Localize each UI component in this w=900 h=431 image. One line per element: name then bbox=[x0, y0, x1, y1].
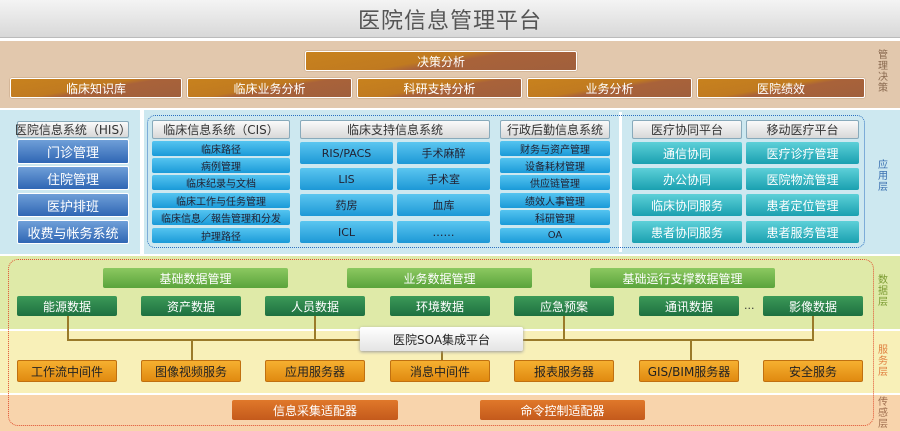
admin-header[interactable]: 行政后勤信息系统 bbox=[500, 120, 610, 139]
admin-item[interactable]: 科研管理 bbox=[500, 210, 610, 225]
divider bbox=[140, 110, 144, 254]
cis-item[interactable]: 病例管理 bbox=[152, 158, 290, 173]
layer-label-management: 管理决策 bbox=[878, 50, 888, 94]
service-item[interactable]: 安全服务 bbox=[763, 360, 863, 382]
ellipsis: ... bbox=[744, 299, 755, 312]
adapter-item[interactable]: 信息采集适配器 bbox=[232, 400, 398, 420]
collab-item[interactable]: 临床协同服务 bbox=[632, 194, 742, 216]
his-item[interactable]: 医护排班 bbox=[17, 193, 129, 217]
decision-analysis-box[interactable]: 决策分析 bbox=[305, 51, 577, 71]
service-item[interactable]: 图像视频服务 bbox=[141, 360, 241, 382]
connector-line bbox=[191, 340, 193, 360]
cis-item[interactable]: 临床路径 bbox=[152, 141, 290, 156]
data-management-box[interactable]: 基础数据管理 bbox=[103, 268, 288, 288]
management-item[interactable]: 医院绩效 bbox=[697, 78, 865, 98]
clinical-support-item[interactable]: …… bbox=[397, 221, 490, 243]
data-item[interactable]: 应急预案 bbox=[514, 296, 614, 316]
his-item[interactable]: 住院管理 bbox=[17, 166, 129, 190]
data-item[interactable]: 资产数据 bbox=[141, 296, 241, 316]
management-item[interactable]: 临床业务分析 bbox=[187, 78, 352, 98]
data-item[interactable]: 通讯数据 bbox=[639, 296, 739, 316]
cis-item[interactable]: 临床信息／報告管理和分发 bbox=[152, 210, 290, 225]
clinical-support-item[interactable]: 血库 bbox=[397, 194, 490, 216]
page-title: 医院信息管理平台 bbox=[0, 0, 900, 38]
his-item[interactable]: 门诊管理 bbox=[17, 139, 129, 164]
clinical-support-item[interactable]: 药房 bbox=[300, 194, 393, 216]
adapter-item[interactable]: 命令控制适配器 bbox=[480, 400, 645, 420]
admin-item[interactable]: 设备耗材管理 bbox=[500, 158, 610, 173]
divider bbox=[619, 112, 622, 252]
clinical-support-item[interactable]: 手术室 bbox=[397, 168, 490, 190]
management-item[interactable]: 科研支持分析 bbox=[357, 78, 522, 98]
collab-header[interactable]: 医疗协同平台 bbox=[632, 120, 742, 139]
service-item[interactable]: 消息中间件 bbox=[390, 360, 490, 382]
admin-item[interactable]: 财务与资产管理 bbox=[500, 141, 610, 156]
clinical-support-item[interactable]: RIS/PACS bbox=[300, 142, 393, 164]
clinical-support-item[interactable]: ICL bbox=[300, 221, 393, 243]
service-item[interactable]: 应用服务器 bbox=[265, 360, 365, 382]
data-item[interactable]: 人员数据 bbox=[265, 296, 365, 316]
integration-border bbox=[8, 259, 874, 426]
layer-label-sensing: 传感层 bbox=[878, 397, 888, 430]
data-management-box[interactable]: 基础运行支撑数据管理 bbox=[590, 268, 775, 288]
app-group-border bbox=[147, 115, 865, 248]
cis-item[interactable]: 临床纪录与文档 bbox=[152, 175, 290, 190]
mobile-item[interactable]: 医院物流管理 bbox=[746, 168, 859, 190]
admin-item[interactable]: 绩效人事管理 bbox=[500, 193, 610, 208]
admin-item[interactable]: OA bbox=[500, 228, 610, 243]
connector-line bbox=[812, 316, 814, 340]
admin-item[interactable]: 供应链管理 bbox=[500, 175, 610, 190]
data-item[interactable]: 影像数据 bbox=[763, 296, 863, 316]
clinical-support-item[interactable]: LIS bbox=[300, 168, 393, 190]
data-item[interactable]: 环境数据 bbox=[390, 296, 490, 316]
connector-line bbox=[690, 340, 692, 360]
cis-header[interactable]: 临床信息系统（CIS） bbox=[152, 120, 290, 139]
data-item[interactable]: 能源数据 bbox=[17, 296, 117, 316]
data-management-box[interactable]: 业务数据管理 bbox=[347, 268, 532, 288]
connector-line bbox=[563, 316, 565, 340]
soa-platform-box[interactable]: 医院SOA集成平台 bbox=[360, 327, 523, 351]
connector-line bbox=[67, 316, 69, 340]
collab-item[interactable]: 通信协同 bbox=[632, 142, 742, 164]
mobile-item[interactable]: 患者服务管理 bbox=[746, 221, 859, 243]
collab-item[interactable]: 办公协同 bbox=[632, 168, 742, 190]
his-item[interactable]: 收费与帐务系统 bbox=[17, 220, 129, 244]
layer-label-service: 服务层 bbox=[878, 345, 888, 378]
mobile-item[interactable]: 医疗诊疗管理 bbox=[746, 142, 859, 164]
connector-line bbox=[314, 316, 316, 340]
clinical-support-header[interactable]: 临床支持信息系统 bbox=[300, 120, 490, 139]
layer-label-application: 应用层 bbox=[878, 160, 888, 193]
his-header[interactable]: 医院信息系统（HIS） bbox=[14, 121, 132, 138]
collab-item[interactable]: 患者协同服务 bbox=[632, 221, 742, 243]
clinical-support-item[interactable]: 手术麻醉 bbox=[397, 142, 490, 164]
mobile-header[interactable]: 移动医疗平台 bbox=[746, 120, 859, 139]
management-item[interactable]: 业务分析 bbox=[527, 78, 692, 98]
cis-item[interactable]: 护理路径 bbox=[152, 228, 290, 243]
layer-label-data: 数据层 bbox=[878, 275, 888, 308]
cis-item[interactable]: 临床工作与任务管理 bbox=[152, 193, 290, 208]
service-item[interactable]: 工作流中间件 bbox=[17, 360, 117, 382]
management-item[interactable]: 临床知识库 bbox=[10, 78, 182, 98]
service-item[interactable]: GIS/BIM服务器 bbox=[639, 360, 739, 382]
service-item[interactable]: 报表服务器 bbox=[514, 360, 614, 382]
mobile-item[interactable]: 患者定位管理 bbox=[746, 194, 859, 216]
